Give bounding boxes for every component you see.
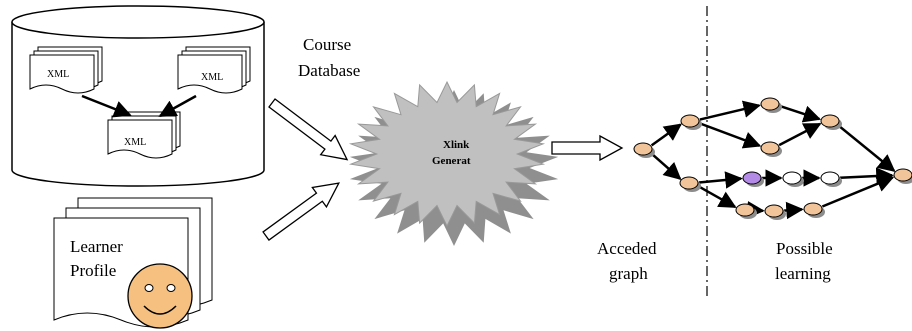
learner-label-line2: Profile [70, 261, 116, 280]
graph-node-n1 [633, 142, 655, 158]
graph-edge-n4-n6 [779, 104, 822, 123]
graph-node-n10 [735, 203, 757, 219]
graph-node-n7 [742, 171, 764, 187]
possible-label-line1: Possible [776, 239, 833, 258]
graph-edge-n3-n7 [698, 171, 743, 189]
course-database-label-line2: Database [298, 61, 360, 80]
course-database-label-line1: Course [303, 35, 351, 54]
graph-edge-n2-n4 [699, 100, 761, 121]
xml-right-arrow [158, 94, 197, 118]
graph-edge-n6-n13 [837, 124, 896, 172]
graph-node-n13 [893, 168, 912, 184]
xml-document-left: XML [29, 46, 103, 94]
xlink-label-line1: Xlink [443, 139, 470, 151]
graph-edge-n3-n10 [697, 184, 737, 209]
xml-document-bottom: XML [107, 111, 181, 159]
xml-left-arrow [81, 94, 132, 118]
xml-bottom-label: XML [124, 137, 146, 148]
xml-right-label: XML [201, 72, 223, 83]
course-database-cylinder [11, 5, 265, 187]
graph-edge-n1-n3 [650, 152, 682, 180]
graph-node-n4 [760, 97, 782, 113]
acceded-label-line2: graph [609, 264, 648, 283]
database-to-xlink-arrow [268, 98, 349, 161]
graph-node-n8 [782, 171, 804, 187]
graph-edge-n5-n6 [778, 122, 822, 147]
graph-node-n9 [820, 171, 842, 187]
graph-edge-n2-n5 [699, 122, 762, 149]
graph-node-n6 [820, 114, 842, 130]
graph-edge-n10-n11 [746, 201, 765, 219]
xlink-to-graph-arrow [551, 134, 624, 162]
graph-edges [650, 100, 896, 220]
acceded-label-line1: Acceded [597, 239, 657, 258]
graph-node-n3 [679, 176, 701, 192]
smiley-face-icon [127, 263, 193, 329]
xlink-generator-starburst: Xlink Generat [348, 80, 559, 246]
possible-label-line2: learning [775, 264, 831, 283]
graph-node-n11 [764, 204, 786, 220]
graph-node-n12 [803, 202, 825, 218]
xml-left-label: XML [47, 69, 69, 80]
xml-document-right: XML [177, 46, 251, 94]
graph-node-n2 [680, 114, 702, 130]
learner-to-xlink-arrow [262, 182, 340, 241]
xlink-label-line2: Generat [432, 155, 471, 167]
graph-nodes [633, 97, 912, 220]
graph-edge-n1-n2 [650, 123, 682, 147]
graph-node-n5 [760, 141, 782, 157]
graph-edge-n9-n13 [839, 167, 894, 185]
learner-label-line1: Learner [70, 237, 123, 256]
graph-edge-n12-n13 [821, 175, 895, 208]
graph-edge-n11-n12 [783, 201, 804, 220]
